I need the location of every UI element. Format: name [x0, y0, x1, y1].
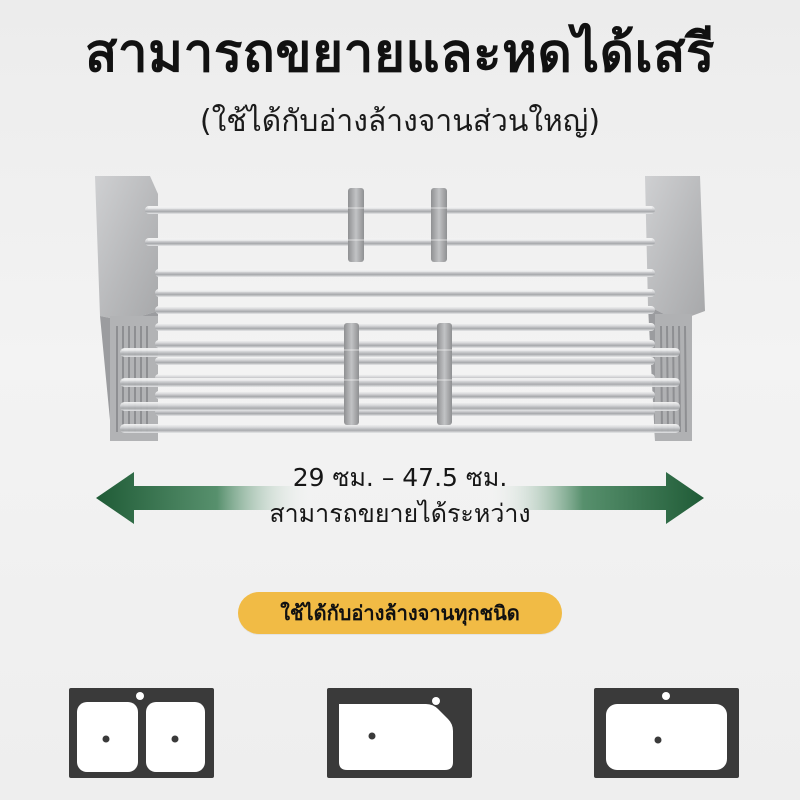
- right-arrow-icon: [484, 472, 704, 524]
- range-line-2: สามารถขยายได้ระหว่าง: [269, 499, 531, 528]
- subheadline: (ใช้ได้กับอ่างล้างจานส่วนใหญ่): [199, 104, 601, 139]
- double-sink-icon: [69, 688, 214, 778]
- range-text-block: 29 ซม. – 47.5 ซม. สามารถขยายได้ระหว่าง: [0, 460, 800, 532]
- single-sink-large-icon: [594, 688, 739, 778]
- range-section: 29 ซม. – 47.5 ซม. สามารถขยายได้ระหว่าง: [0, 460, 800, 570]
- left-arrow-icon: [96, 472, 316, 524]
- dish-rack-illustration: [60, 166, 740, 456]
- main-headline: สามารถขยายและหดได้เสรี: [85, 23, 715, 84]
- compatibility-badge: ใช้ได้กับอ่างล้างจานทุกชนิด: [238, 592, 562, 634]
- range-line-1: 29 ซม. – 47.5 ซม.: [292, 463, 508, 492]
- rack-icon: [95, 176, 705, 441]
- single-sink-offset-icon: [327, 688, 472, 778]
